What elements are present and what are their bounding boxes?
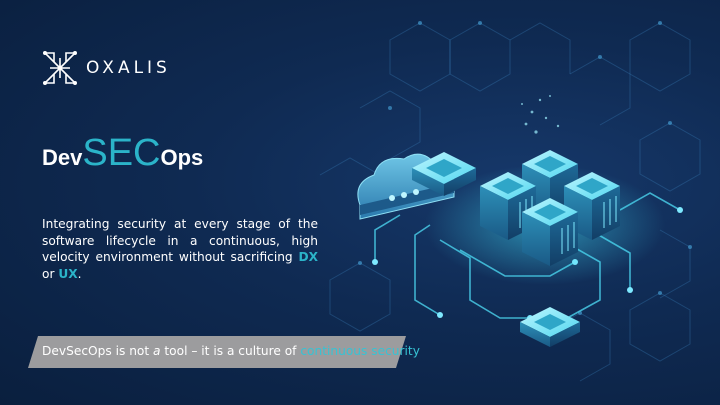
server-illustration — [319, 21, 701, 382]
page-title: DevSECOps — [42, 134, 203, 172]
tagline-part1: DevSecOps is not — [42, 344, 154, 358]
title-prefix: Dev — [42, 145, 83, 170]
server-icon — [412, 152, 476, 196]
title-emphasis: SEC — [82, 132, 161, 174]
description-end: . — [77, 266, 82, 281]
brand-logo: OXALIS — [42, 50, 171, 86]
description-text: Integrating security at every stage of t… — [42, 217, 318, 264]
description: Integrating security at every stage of t… — [42, 216, 318, 282]
description-connector: or — [42, 266, 59, 281]
server-icon — [520, 307, 580, 347]
highlight-ux: UX — [58, 266, 78, 281]
tagline-emphasis: a — [153, 344, 161, 358]
server-icon — [522, 198, 578, 266]
tagline-part2: tool – it is a culture of — [160, 344, 301, 358]
title-suffix: Ops — [160, 145, 204, 170]
tagline-text: DevSecOps is not a tool – it is a cultur… — [42, 344, 420, 358]
highlight-dx: DX — [298, 250, 318, 264]
tagline-banner — [28, 336, 406, 368]
oxalis-logo-icon — [43, 51, 77, 85]
tagline-highlight: continuous security — [300, 344, 420, 358]
brand-name: OXALIS — [86, 58, 171, 78]
